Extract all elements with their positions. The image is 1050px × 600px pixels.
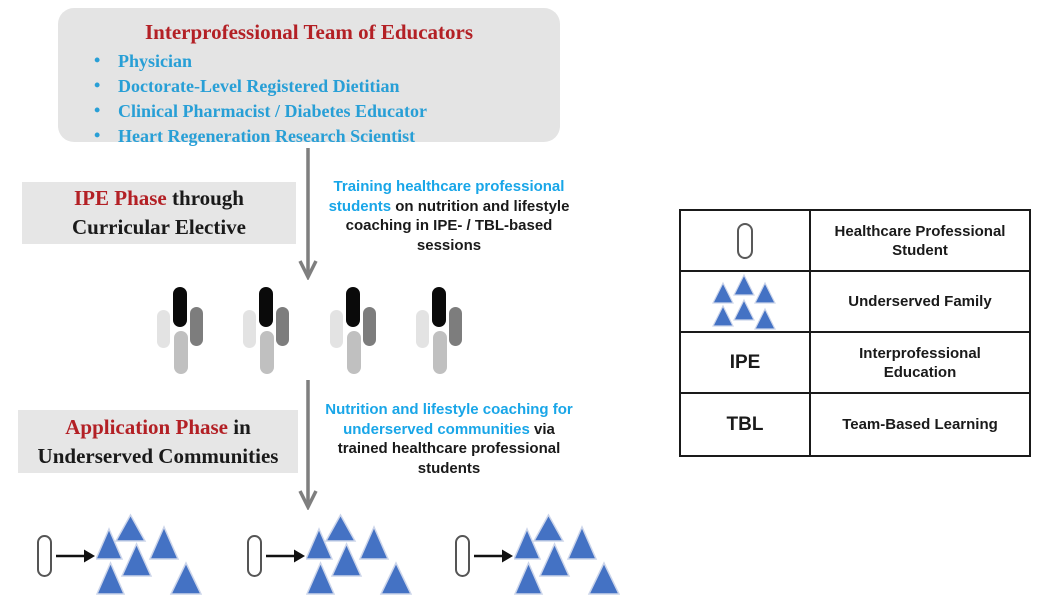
student-pill-icon bbox=[247, 535, 262, 577]
educators-title: Interprofessional Team of Educators bbox=[144, 20, 474, 44]
ipe-phase-box: IPE Phase through Curricular Elective bbox=[22, 182, 296, 244]
student-cluster-icon bbox=[157, 287, 205, 375]
educators-list: Physician Doctorate-Level Registered Die… bbox=[94, 48, 560, 149]
application-phase-line2: Underserved Communities bbox=[37, 443, 279, 468]
educator-item-dietitian: Doctorate-Level Registered Dietitian bbox=[94, 73, 560, 99]
educator-item-scientist: Heart Regeneration Research Scientist bbox=[94, 123, 560, 149]
training-annotation-blue: Training healthcare professional student… bbox=[328, 178, 565, 215]
legend-icon-cell: IPE bbox=[681, 333, 811, 394]
student-pill-dark bbox=[276, 307, 289, 346]
application-phase-black-text: in bbox=[228, 414, 251, 439]
legend-label-cell: Team-Based Learning bbox=[811, 394, 1029, 455]
ipe-phase-red-text: IPE Phase bbox=[74, 186, 167, 210]
application-phase-line1: Application Phase in bbox=[65, 413, 251, 442]
family-triangles-icon bbox=[306, 513, 412, 595]
ipe-phase-black-text: through bbox=[166, 186, 244, 210]
student-pill-icon bbox=[455, 535, 470, 577]
application-group bbox=[35, 505, 205, 597]
student-pill-dark bbox=[190, 307, 203, 346]
student-cluster-icon bbox=[416, 287, 464, 375]
application-phase-box: Application Phase in Underserved Communi… bbox=[18, 410, 298, 473]
legend-table: Healthcare Professional Student Underser… bbox=[679, 209, 1031, 457]
nutrition-annotation: Nutrition and lifestyle coaching for und… bbox=[325, 400, 573, 478]
nutrition-annotation-black: via trained healthcare professional stud… bbox=[337, 420, 561, 477]
student-pill-icon bbox=[737, 222, 753, 259]
student-pill-light bbox=[157, 310, 170, 348]
family-triangles-icon bbox=[514, 513, 620, 595]
student-cluster-icon bbox=[330, 287, 378, 375]
right-arrow-icon bbox=[266, 549, 305, 563]
training-annotation-black: on nutrition and lifestyle coaching in I… bbox=[345, 197, 570, 254]
student-pill-mid bbox=[347, 331, 361, 374]
application-group bbox=[245, 505, 415, 597]
right-arrow-icon bbox=[56, 549, 95, 563]
student-pill-black bbox=[259, 287, 273, 327]
student-pill-dark bbox=[449, 307, 462, 346]
student-pill-mid bbox=[260, 331, 274, 374]
down-arrow-icon bbox=[298, 148, 318, 280]
legend-label-cell: Healthcare Professional Student bbox=[811, 211, 1029, 272]
legend-icon-cell bbox=[681, 211, 811, 272]
family-triangles-icon bbox=[96, 513, 202, 595]
legend-icon-cell: TBL bbox=[681, 394, 811, 455]
student-clusters-row bbox=[0, 287, 600, 377]
student-pill-black bbox=[346, 287, 360, 327]
student-cluster-icon bbox=[243, 287, 291, 375]
student-pill-icon bbox=[37, 535, 52, 577]
legend-abbr-tbl: TBL bbox=[726, 413, 764, 435]
student-pill-light bbox=[243, 310, 256, 348]
training-annotation: Training healthcare professional student… bbox=[325, 177, 573, 255]
down-arrow-icon bbox=[298, 380, 318, 510]
legend-label: Healthcare Professional Student bbox=[834, 222, 1006, 259]
educator-item-physician: Physician bbox=[94, 48, 560, 74]
legend-label: Underserved Family bbox=[848, 293, 992, 310]
student-pill-light bbox=[330, 310, 343, 348]
legend-abbr-ipe: IPE bbox=[729, 351, 761, 373]
right-arrow-icon bbox=[474, 549, 513, 563]
application-phase-red-text: Application Phase bbox=[65, 414, 228, 439]
student-pill-mid bbox=[174, 331, 188, 374]
student-pill-dark bbox=[363, 307, 376, 346]
educators-box: Interprofessional Team of Educators Phys… bbox=[58, 8, 560, 148]
application-group bbox=[453, 505, 623, 597]
nutrition-annotation-blue: Nutrition and lifestyle coaching for und… bbox=[325, 401, 573, 438]
educator-item-pharmacist: Clinical Pharmacist / Diabetes Educator bbox=[94, 98, 560, 124]
student-pill-black bbox=[173, 287, 187, 327]
ipe-phase-line2: Curricular Elective bbox=[72, 215, 246, 239]
student-pill-mid bbox=[433, 331, 447, 374]
application-groups-row bbox=[0, 505, 680, 600]
ipe-phase-line1: IPE Phase through bbox=[74, 184, 244, 213]
family-triangles-icon bbox=[712, 273, 776, 330]
legend-icon-cell bbox=[681, 272, 811, 333]
legend-label-cell: Interprofessional Education bbox=[811, 333, 1029, 394]
student-pill-light bbox=[416, 310, 429, 348]
student-pill-black bbox=[432, 287, 446, 327]
legend-label-cell: Underserved Family bbox=[811, 272, 1029, 333]
legend-label: Team-Based Learning bbox=[842, 416, 998, 433]
legend-label: Interprofessional Education bbox=[859, 344, 981, 381]
